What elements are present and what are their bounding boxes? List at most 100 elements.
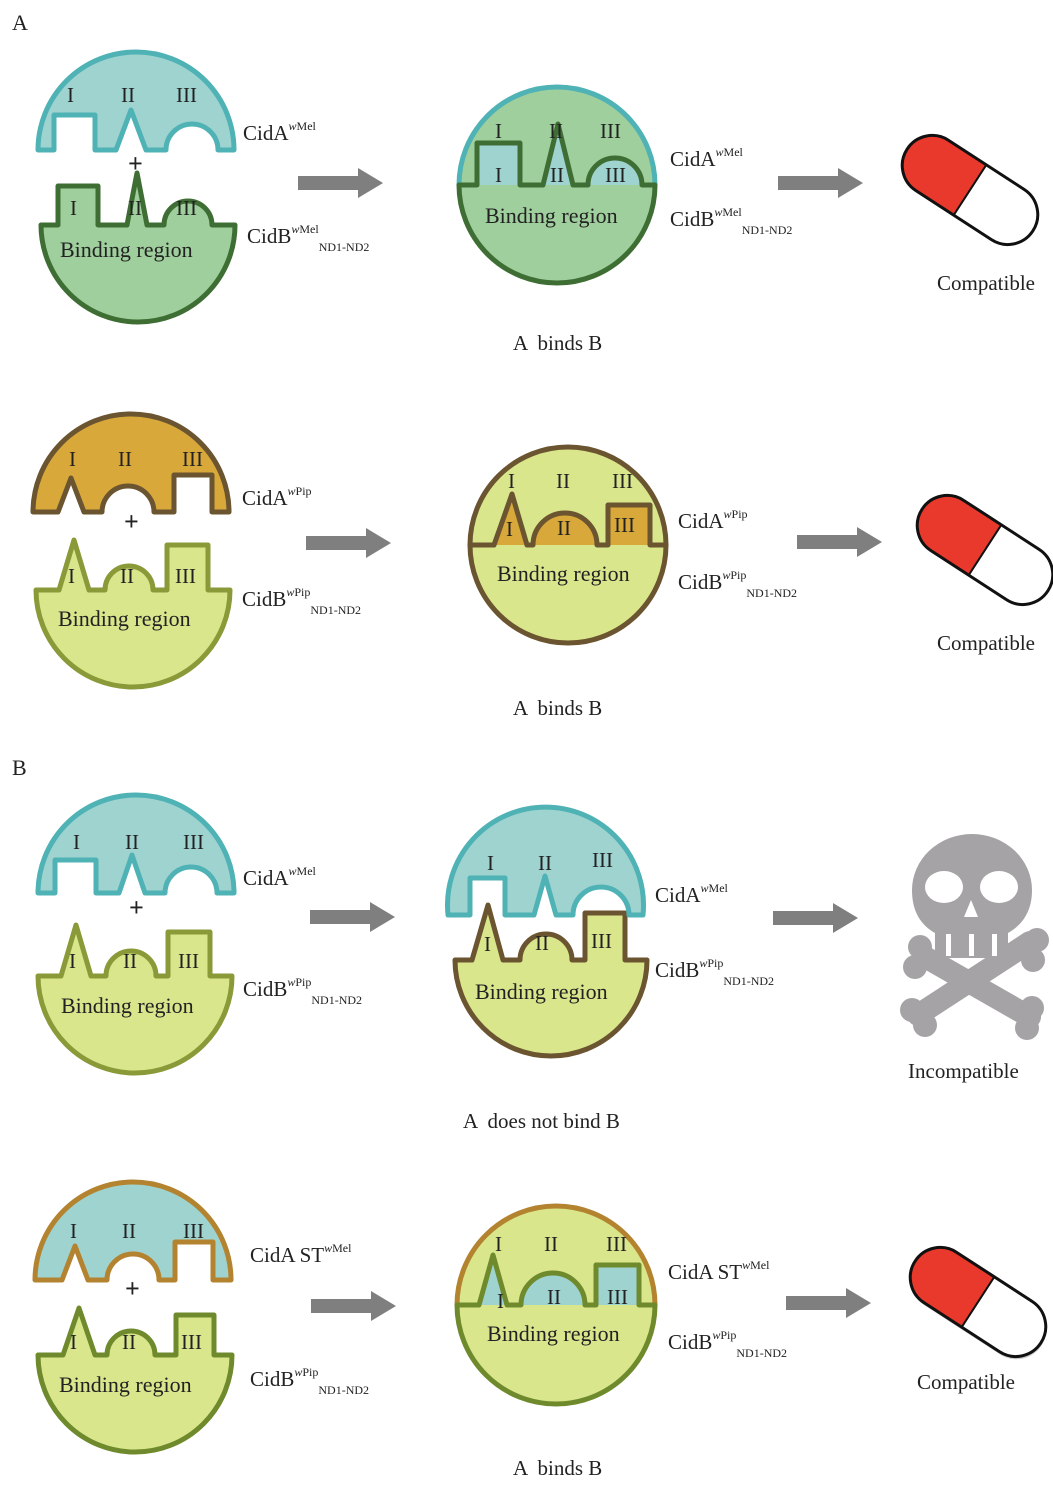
region-i-label: I [497, 1289, 504, 1313]
region-ii-label: II [128, 196, 142, 220]
arrow [773, 903, 858, 933]
region-iii-label: III [612, 469, 633, 493]
region-i-label: I [69, 447, 76, 471]
plus-sign: + [124, 507, 139, 536]
arrow [786, 1288, 871, 1318]
binding-region-label: Binding region [487, 1321, 620, 1346]
cida-label: CidAwMel [243, 119, 317, 145]
cidb-label: CidBwMelND1-ND2 [670, 205, 792, 237]
arrow [310, 902, 395, 932]
region-ii-label: II [547, 1285, 561, 1309]
region-i-label: I [508, 469, 515, 493]
cida-label: CidAwMel [655, 881, 729, 907]
region-iii-label: III [181, 1330, 202, 1354]
region-ii-label: II [556, 469, 570, 493]
bound-complex [467, 444, 669, 646]
binding-result: A binds B [513, 696, 602, 720]
cida-shape [35, 792, 237, 896]
capsule-icon [900, 133, 1040, 247]
region-i-label: I [506, 517, 513, 541]
outcome-label: Incompatible [908, 1059, 1019, 1083]
region-iii-label: III [607, 1285, 628, 1309]
cida-label: CidAwMel [670, 145, 744, 171]
region-ii-label: II [535, 931, 549, 955]
row-2: I II III CidAwPip + I II III Binding reg… [30, 411, 1053, 720]
region-i-label: I [495, 119, 502, 143]
cida-shape [32, 1179, 234, 1283]
outcome-label: Compatible [937, 271, 1035, 295]
region-ii-label: II [550, 163, 564, 187]
region-ii-label: II [122, 1219, 136, 1243]
region-iii-label: III [183, 830, 204, 854]
plus-sign: + [125, 1274, 140, 1303]
region-i-label: I [487, 851, 494, 875]
region-ii-label: II [549, 119, 563, 143]
cida-label: CidAwMel [243, 864, 317, 890]
cidb-label: CidBwPipND1-ND2 [250, 1365, 369, 1397]
binding-region-label: Binding region [497, 561, 630, 586]
cidb-label: CidBwPipND1-ND2 [655, 956, 774, 988]
region-i-label: I [69, 949, 76, 973]
cidb-label: CidBwPipND1-ND2 [678, 568, 797, 600]
binding-result: A binds B [513, 1456, 602, 1480]
region-iii-label: III [592, 848, 613, 872]
binding-region-label: Binding region [58, 606, 191, 631]
cida-label: CidA STwMel [250, 1241, 352, 1267]
region-ii-label: II [557, 516, 571, 540]
region-i-label: I [495, 163, 502, 187]
arrow [797, 527, 882, 557]
region-iii-label: III [614, 513, 635, 537]
region-iii-label: III [175, 564, 196, 588]
region-i-label: I [70, 1219, 77, 1243]
region-i-label: I [67, 83, 74, 107]
cida-label: CidAwPip [242, 484, 312, 510]
region-i-label: I [73, 830, 80, 854]
binding-result: A does not bind B [463, 1109, 620, 1133]
cidb-label: CidBwPipND1-ND2 [243, 975, 362, 1007]
region-i-label: I [70, 196, 77, 220]
cida-label: CidAwPip [678, 507, 748, 533]
capsule-icon [908, 1245, 1048, 1360]
cidb-label: CidBwPipND1-ND2 [668, 1328, 787, 1360]
cida-shape [30, 411, 232, 515]
bound-complex [456, 84, 658, 286]
bound-complex [454, 1203, 658, 1407]
panel-label-b: B [12, 755, 27, 780]
region-ii-label: II [125, 830, 139, 854]
outcome-label: Compatible [917, 1370, 1015, 1394]
region-iii-label: III [182, 447, 203, 471]
binding-region-label: Binding region [59, 1372, 192, 1397]
region-ii-label: II [123, 949, 137, 973]
cidb-shape [35, 1305, 235, 1455]
region-ii-label: II [538, 851, 552, 875]
region-ii-label: II [120, 564, 134, 588]
outcome-label: Compatible [937, 631, 1035, 655]
binding-region-label: Binding region [475, 979, 608, 1004]
arrow [778, 168, 863, 198]
arrow [311, 1291, 396, 1321]
region-iii-label: III [606, 1232, 627, 1256]
arrow [298, 168, 383, 198]
cidb-shape [35, 922, 235, 1076]
region-iii-label: III [176, 196, 197, 220]
cida-label: CidA STwMel [668, 1258, 770, 1284]
region-iii-label: III [605, 163, 626, 187]
region-i-label: I [70, 1330, 77, 1354]
unbound-complex [445, 804, 650, 1059]
capsule-icon [915, 493, 1053, 607]
row-4: I II III CidA STwMel + I II III Binding … [32, 1179, 1048, 1480]
region-iii-label: III [176, 83, 197, 107]
binding-region-label: Binding region [485, 203, 618, 228]
skull-crossbones-icon [900, 834, 1049, 1040]
cidb-shape [38, 170, 238, 325]
region-iii-label: III [178, 949, 199, 973]
row-3: I II III CidAwMel + I II III Binding reg… [35, 792, 1049, 1133]
region-iii-label: III [591, 929, 612, 953]
region-ii-label: II [118, 447, 132, 471]
arrow [306, 528, 391, 558]
region-ii-label: II [544, 1232, 558, 1256]
plus-sign: + [128, 149, 143, 178]
row-1: I II III CidAwMel + I II III Binding reg… [35, 49, 1040, 355]
panel-label-a: A [12, 10, 28, 35]
